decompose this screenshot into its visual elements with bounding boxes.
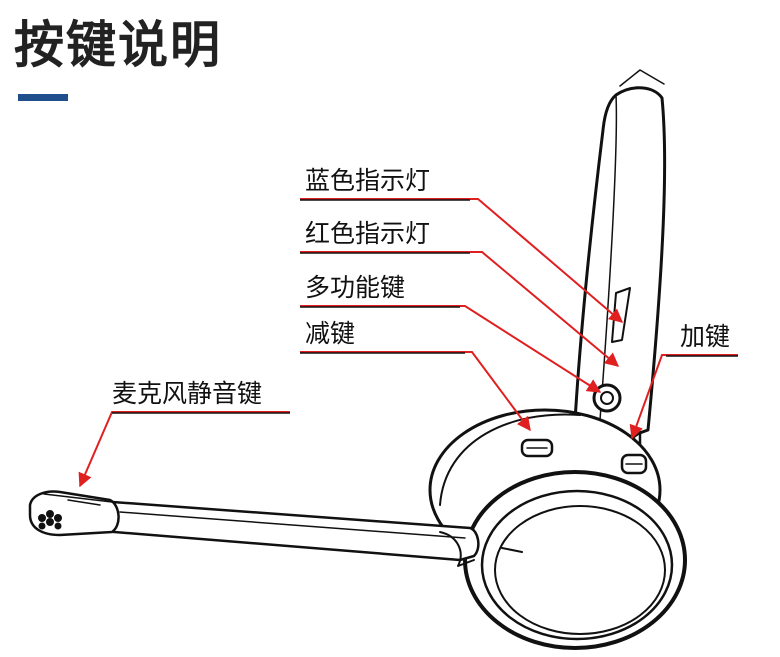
page-title: 按键说明 bbox=[14, 16, 222, 74]
leader-blue-indicator bbox=[300, 198, 624, 323]
mic-boom bbox=[83, 498, 480, 562]
label-plus-key: 加键 bbox=[680, 322, 731, 351]
label-multifunction-key: 多功能键 bbox=[305, 273, 406, 302]
leader-multifunction bbox=[300, 305, 602, 393]
leader-mic-mute bbox=[78, 411, 290, 488]
headset-illustration bbox=[28, 69, 687, 650]
label-red-indicator: 红色指示灯 bbox=[305, 219, 431, 248]
label-minus-key: 减键 bbox=[305, 319, 356, 348]
label-mic-mute-key: 麦克风静音键 bbox=[112, 379, 263, 408]
leader-minus bbox=[300, 351, 531, 432]
title-accent-bar bbox=[18, 94, 68, 101]
leader-plus bbox=[629, 354, 738, 440]
label-blue-indicator: 蓝色指示灯 bbox=[305, 166, 431, 195]
leader-red-indicator bbox=[300, 251, 620, 367]
